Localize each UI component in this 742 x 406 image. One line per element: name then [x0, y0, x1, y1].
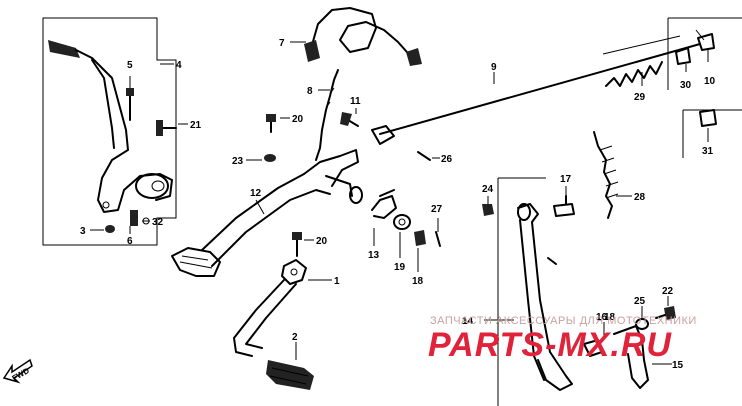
label-3: 3 — [80, 226, 86, 237]
label-23: 23 — [232, 156, 244, 167]
shift-rubber-2 — [266, 360, 314, 390]
label-12: 12 — [250, 188, 262, 199]
watermark-caption: ЗАПЧАСТИ АКСЕССУАРЫ ДЛЯ МОТОТЕХНИКИ — [430, 315, 697, 327]
label-11: 11 — [350, 96, 361, 107]
label-31: 31 — [702, 146, 714, 157]
bolt-5 — [126, 88, 134, 121]
rod-spring-29 — [605, 61, 663, 87]
label-18-lower: 18 — [604, 312, 616, 323]
switch-spring-8 — [315, 69, 339, 161]
label-19: 19 — [394, 262, 406, 273]
label-30: 30 — [680, 80, 692, 91]
nut-30 — [675, 47, 691, 65]
label-29: 29 — [634, 92, 646, 103]
label-20-lower: 20 — [316, 236, 328, 247]
watermark: ЗАПЧАСТИ АКСЕССУАРЫ ДЛЯ МОТОТЕХНИКИ PART… — [428, 315, 697, 364]
label-20-upper: 20 — [292, 114, 304, 125]
side-stand-14 — [517, 203, 573, 391]
bolt-20-lower — [292, 232, 302, 257]
nut-23 — [264, 154, 276, 162]
label-27: 27 — [431, 204, 443, 215]
bolt-20-upper — [266, 114, 276, 133]
label-25: 25 — [634, 296, 646, 307]
label-15: 15 — [672, 360, 684, 371]
label-26: 26 — [441, 154, 453, 165]
label-24: 24 — [482, 184, 494, 195]
label-1: 1 — [334, 276, 340, 287]
part-labels: 4 5 21 3 6 32 7 8 9 11 20 23 12 26 13 19… — [80, 38, 716, 371]
joint-10 — [695, 29, 715, 51]
label-5: 5 — [127, 60, 133, 71]
label-13: 13 — [368, 250, 380, 261]
label-32: 32 — [152, 217, 164, 228]
kick-starter-group-box — [42, 17, 177, 246]
bolt-22 — [655, 306, 676, 320]
label-4: 4 — [176, 60, 182, 71]
bolt-11 — [340, 112, 359, 127]
brake-rod-9 — [371, 35, 701, 145]
label-17: 17 — [560, 174, 572, 185]
kick-starter-arm — [48, 40, 173, 213]
pin-26 — [417, 151, 431, 161]
label-2: 2 — [292, 332, 298, 343]
return-spring-13 — [371, 189, 397, 219]
pin-27 — [435, 231, 441, 247]
label-14: 14 — [462, 316, 474, 327]
watermark-brand: PARTS-MX.RU — [428, 326, 672, 364]
stand-bracket-15 — [583, 325, 649, 389]
label-9: 9 — [491, 62, 497, 73]
leader-lines — [90, 41, 709, 365]
label-21: 21 — [190, 120, 202, 131]
gearshift-pedal-1 — [233, 259, 307, 357]
label-28: 28 — [634, 192, 646, 203]
label-16: 16 — [596, 312, 608, 323]
washer-3 — [105, 225, 115, 233]
label-8: 8 — [307, 86, 313, 97]
brake-switch-cable — [304, 7, 422, 66]
spring-pin-6 — [130, 210, 138, 226]
label-10: 10 — [704, 76, 716, 87]
label-22: 22 — [662, 286, 674, 297]
stand-bolt-24 — [482, 204, 494, 216]
stand-spring-28 — [593, 131, 619, 219]
pivot-bolt-17 — [553, 195, 575, 217]
nut-31 — [699, 109, 717, 127]
bolt-21 — [156, 120, 177, 136]
washer-25 — [635, 318, 649, 330]
brake-pedal-12 — [171, 149, 363, 277]
washer-19 — [393, 214, 411, 230]
cotter-18-upper — [414, 230, 426, 246]
forward-direction-arrow: FWD — [2, 358, 33, 384]
label-18-upper: 18 — [412, 276, 424, 287]
label-7: 7 — [279, 38, 285, 49]
label-6: 6 — [127, 236, 133, 247]
side-stand-group-box — [497, 177, 546, 406]
